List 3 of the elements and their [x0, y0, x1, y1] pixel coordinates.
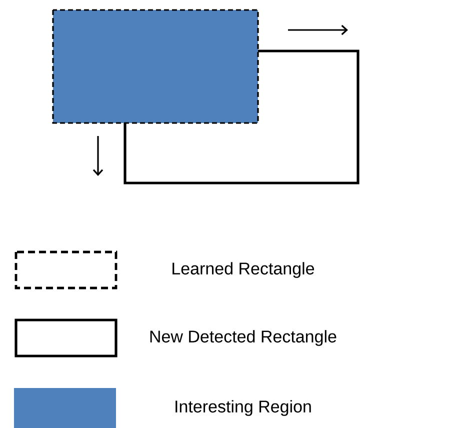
legend-label: Interesting Region	[176, 400, 311, 416]
legend-label: Learned Rectangle	[172, 262, 314, 278]
legend-label: New Detected Rectangle	[150, 330, 336, 346]
